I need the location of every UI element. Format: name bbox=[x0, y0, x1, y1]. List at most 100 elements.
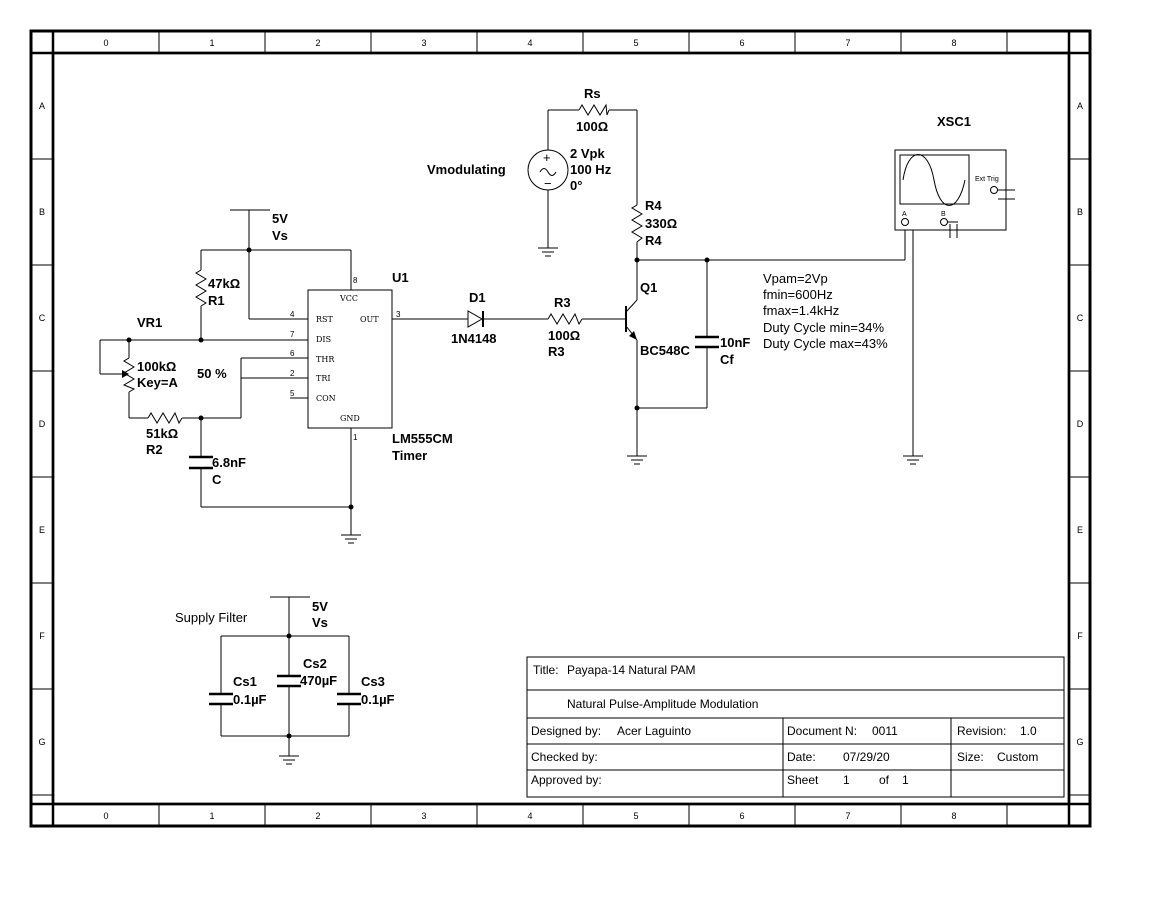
column-label: 5 bbox=[633, 811, 638, 821]
date-value: 07/29/20 bbox=[843, 750, 890, 764]
designed-by-value: Acer Laguinto bbox=[617, 724, 691, 738]
column-label: 2 bbox=[315, 38, 320, 48]
u1-label: U1 bbox=[392, 270, 409, 285]
pin-vcc: VCC bbox=[339, 294, 358, 303]
title-value: Payapa-14 Natural PAM bbox=[567, 663, 696, 677]
r1-label: R1 bbox=[208, 293, 225, 308]
of-value: 1 bbox=[902, 773, 909, 787]
row-label: E bbox=[1077, 525, 1083, 535]
ground-icon bbox=[538, 247, 558, 257]
pin-number-1: 1 bbox=[353, 433, 358, 442]
pin-rst: RST bbox=[316, 315, 334, 324]
of-label: of bbox=[879, 773, 890, 787]
r4-label-bottom: R4 bbox=[645, 233, 662, 248]
pin-con: CON bbox=[316, 394, 336, 403]
pin-number-4: 4 bbox=[290, 310, 295, 319]
sheet-label: Sheet bbox=[787, 773, 819, 787]
vmod-amplitude: 2 Vpk bbox=[570, 146, 605, 161]
r3-label-bottom: R3 bbox=[548, 344, 565, 359]
column-label: 4 bbox=[527, 38, 532, 48]
r4-resistor: R4 330Ω R4 bbox=[631, 198, 677, 248]
revision-value: 1.0 bbox=[1020, 724, 1037, 738]
vs-top-name: Vs bbox=[272, 228, 288, 243]
d1-diode: D1 1N4148 bbox=[451, 290, 497, 346]
c-capacitor: 6.8nF C bbox=[189, 455, 246, 487]
vmod-phase: 0° bbox=[570, 178, 582, 193]
u1-timer-ic: VCC RST DIS THR TRI CON OUT GND 8 4 7 6 … bbox=[290, 270, 453, 463]
ground-icon bbox=[279, 755, 299, 765]
vs-bottom-name: Vs bbox=[312, 615, 328, 630]
sheet-value: 1 bbox=[843, 773, 850, 787]
d1-part: 1N4148 bbox=[451, 331, 497, 346]
document-label: Document N: bbox=[787, 724, 857, 738]
pin-number-3: 3 bbox=[396, 310, 401, 319]
r4-value: 330Ω bbox=[645, 216, 677, 231]
row-label: E bbox=[39, 525, 45, 535]
pin-gnd: GND bbox=[340, 414, 360, 423]
q1-label: Q1 bbox=[640, 280, 657, 295]
c-value: 6.8nF bbox=[212, 455, 246, 470]
channel-b-terminal[interactable] bbox=[940, 218, 948, 226]
column-label: 1 bbox=[209, 38, 214, 48]
supply-filter: Supply Filter 5V Vs Cs1 0.1µF Cs2 470µF … bbox=[175, 599, 395, 707]
r3-resistor: R3 100Ω R3 bbox=[547, 295, 583, 359]
date-label: Date: bbox=[787, 750, 816, 764]
pin-number-7: 7 bbox=[290, 330, 295, 339]
row-label: D bbox=[1077, 419, 1084, 429]
rs-resistor: Rs 100Ω bbox=[576, 86, 610, 134]
r4-label-top: R4 bbox=[645, 198, 662, 213]
junction-dots bbox=[126, 247, 710, 739]
u1-type: Timer bbox=[392, 448, 427, 463]
note-line: fmin=600Hz bbox=[763, 287, 833, 302]
approved-by-label: Approved by: bbox=[531, 773, 602, 787]
row-label: C bbox=[39, 313, 46, 323]
vr1-percent: 50 % bbox=[197, 366, 227, 381]
pin-dis: DIS bbox=[316, 335, 331, 344]
source-plus-sign: + bbox=[543, 150, 551, 165]
note-line: Vpam=2Vp bbox=[763, 271, 828, 286]
document-value: 0011 bbox=[872, 724, 898, 738]
size-value: Custom bbox=[997, 750, 1038, 764]
pin-number-2: 2 bbox=[290, 369, 295, 378]
designed-by-label: Designed by: bbox=[531, 724, 601, 738]
rs-label: Rs bbox=[584, 86, 601, 101]
column-label: 6 bbox=[739, 38, 744, 48]
channel-a-terminal[interactable] bbox=[901, 218, 909, 226]
column-label: 8 bbox=[951, 38, 956, 48]
row-label: A bbox=[39, 101, 45, 111]
pin-out: OUT bbox=[360, 315, 379, 324]
r1-value: 47kΩ bbox=[208, 276, 240, 291]
subtitle-value: Natural Pulse-Amplitude Modulation bbox=[567, 697, 758, 711]
note-line: fmax=1.4kHz bbox=[763, 303, 839, 318]
row-label: B bbox=[39, 207, 45, 217]
checked-by-label: Checked by: bbox=[531, 750, 598, 764]
note-line: Duty Cycle max=43% bbox=[763, 336, 888, 351]
size-label: Size: bbox=[957, 750, 984, 764]
ground-icon bbox=[627, 455, 647, 465]
column-label: 3 bbox=[421, 38, 426, 48]
ground-symbols bbox=[279, 247, 923, 765]
column-label: 0 bbox=[103, 811, 108, 821]
cs1-label: Cs1 bbox=[233, 674, 257, 689]
column-label: 0 bbox=[103, 38, 108, 48]
column-label: 4 bbox=[527, 811, 532, 821]
column-label: 6 bbox=[739, 811, 744, 821]
supply-filter-title: Supply Filter bbox=[175, 610, 248, 625]
ext-trig-terminal[interactable] bbox=[990, 186, 998, 194]
vmod-label: Vmodulating bbox=[427, 162, 506, 177]
row-label: C bbox=[1077, 313, 1084, 323]
row-label: D bbox=[39, 419, 46, 429]
r1-resistor: 47kΩ R1 bbox=[195, 269, 240, 308]
vmodulating-source: + − Vmodulating 2 Vpk 100 Hz 0° bbox=[427, 146, 612, 193]
xsc1-oscilloscope[interactable]: XSC1 Ext Trig A B bbox=[894, 114, 1015, 238]
vs-top-supply: 5V Vs bbox=[272, 211, 288, 243]
ground-icon bbox=[903, 455, 923, 465]
column-label: 1 bbox=[209, 811, 214, 821]
vr1-potentiometer: VR1 100kΩ Key=A 50 % bbox=[122, 315, 227, 393]
column-label: 2 bbox=[315, 811, 320, 821]
column-label: 7 bbox=[845, 38, 850, 48]
row-label: G bbox=[38, 737, 45, 747]
